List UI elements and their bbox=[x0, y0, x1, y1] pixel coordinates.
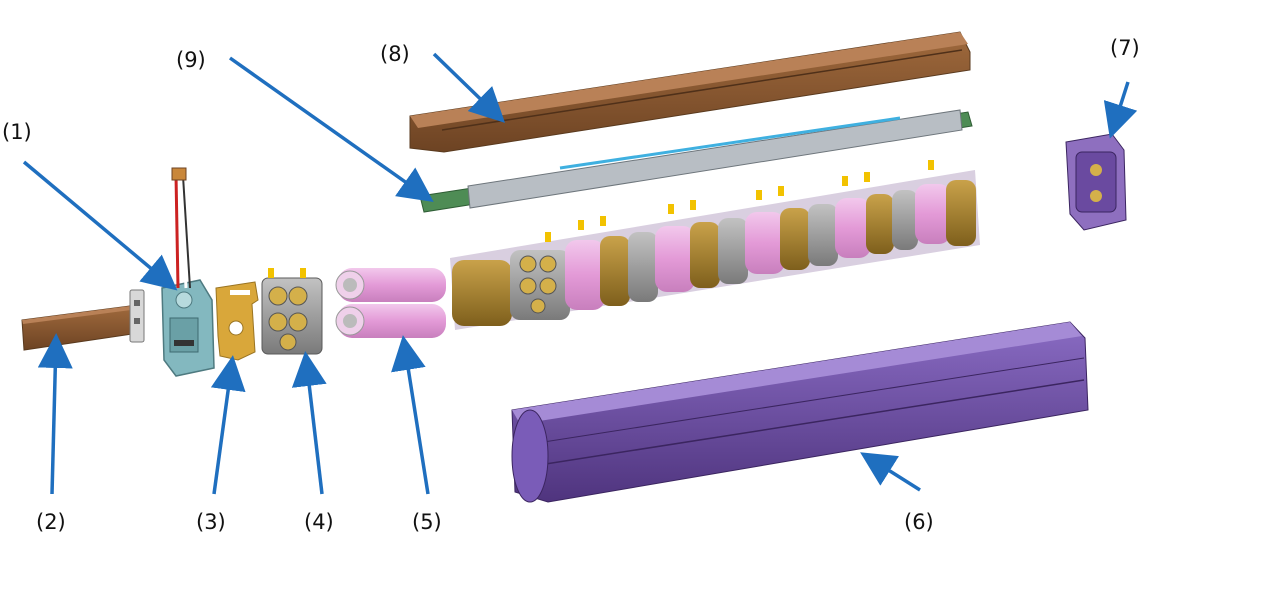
label-7: (7) bbox=[1110, 36, 1140, 60]
label-6: (6) bbox=[904, 510, 934, 534]
label-2: (2) bbox=[36, 510, 66, 534]
terminal-plate bbox=[129, 289, 145, 343]
arrow-4 bbox=[291, 351, 327, 495]
part-5-cylindrical-cells bbox=[335, 268, 446, 338]
label-5: (5) bbox=[412, 510, 442, 534]
part-2-copper-busbar bbox=[21, 305, 133, 351]
part-8-copper-top-cover bbox=[409, 31, 971, 153]
arrow-2 bbox=[37, 333, 73, 495]
label-4: (4) bbox=[304, 510, 334, 534]
callout-arrows bbox=[22, 52, 1138, 495]
part-4-end-cell-holder bbox=[261, 268, 323, 355]
part-9-balancing-pcb bbox=[419, 109, 973, 213]
arrow-1 bbox=[22, 160, 178, 291]
arrow-7 bbox=[1103, 81, 1138, 139]
part-1-bms-bracket bbox=[161, 167, 215, 377]
part-7-end-cap bbox=[1065, 133, 1127, 231]
label-8: (8) bbox=[380, 42, 410, 66]
arrow-3 bbox=[210, 355, 246, 495]
label-1: (1) bbox=[2, 120, 32, 144]
part-3-insulator-sheet bbox=[215, 281, 259, 361]
arrow-9 bbox=[228, 56, 434, 203]
label-3: (3) bbox=[196, 510, 226, 534]
part-6-purple-housing bbox=[511, 321, 1089, 503]
arrow-6 bbox=[860, 452, 921, 492]
cell-module-stack bbox=[450, 160, 980, 330]
label-9: (9) bbox=[176, 48, 206, 72]
arrow-8 bbox=[432, 52, 506, 123]
arrow-5 bbox=[391, 335, 430, 495]
